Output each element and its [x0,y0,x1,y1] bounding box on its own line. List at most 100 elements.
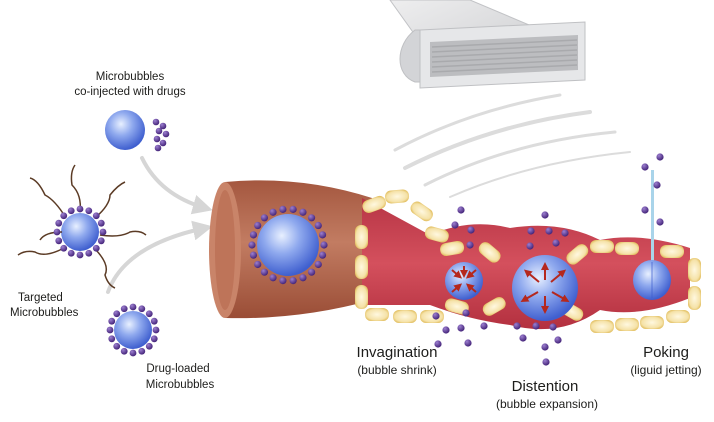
microbubble-icon [257,214,319,276]
drug-particle-icon [318,231,327,239]
drug-particle-icon [138,347,146,355]
drug-particle-icon [260,268,269,276]
drug-particle-icon [279,205,287,213]
drug-particle-icon [153,135,161,143]
drug-particle-icon [480,322,488,330]
endothelial-cell-icon [355,189,701,333]
liquid-jet-icon [651,170,654,265]
label-invagination-sub: (bubble shrink) [357,363,436,377]
drug-particle-icon [641,163,649,171]
drug-particle-icon [307,214,316,222]
drug-particle-icon [97,219,105,227]
drug-particle-icon [269,208,277,216]
drug-particle-icon [248,241,256,249]
label-targeted-line1: Targeted [18,292,63,304]
drug-particle-icon [554,336,562,344]
drug-particle-icon [108,317,116,325]
targeting-ligands [17,164,147,289]
drug-particle-icon [99,228,107,236]
drug-particle-icon [150,335,158,343]
drug-particle-icon [138,305,146,313]
drug-particle-icon [159,139,167,147]
drug-particle-icon [113,310,121,318]
drug-particle-icon [279,277,287,285]
drug-particle-icon [97,237,105,245]
drug-particle-icon [519,334,527,342]
drug-particle-icon [145,310,153,318]
drug-particle-icon [249,231,258,239]
label-coinjected-line1: Microbubbles [96,71,165,83]
drug-particle-icon [92,212,100,220]
label-drugloaded-line2: Microbubbles [146,379,215,391]
drug-particle-icon [129,349,137,357]
drug-particle-icon [55,237,63,245]
drug-particle-icon [314,221,322,230]
drug-particle-icon [541,343,549,351]
label-distention-sub: (bubble expansion) [496,397,598,411]
label-targeted-line2: Microbubbles [10,307,79,319]
drug-particle-icon [162,130,170,138]
drug-particle-icon [154,144,162,152]
drug-particle-icon [561,229,569,237]
microbubble-icon [105,110,145,150]
drug-particle-icon [60,244,68,252]
microbubble-icon [61,213,99,251]
drug-particle-icon [299,274,307,282]
drug-particle-icon [159,122,167,130]
drug-particle-icon [120,305,128,313]
drug-particle-icon [467,226,475,234]
labels: Microbubbles co-injected with drugs Targ… [10,71,702,411]
drug-particle-icon [434,340,442,348]
expansion-arrows [520,262,570,314]
drug-particle-icon [527,227,535,235]
drug-particle-icon [145,342,153,350]
drug-particle-icon [85,207,93,215]
drug-particle-icon [318,251,327,259]
drug-particle-icon [513,322,521,330]
drug-particle-icon [249,251,258,259]
drug-particle-icon [464,339,472,347]
drug-particle-icon [76,205,84,213]
drug-particle-icon [108,335,116,343]
drug-particle-icon [656,218,664,226]
drug-particle-icon [269,274,277,282]
drug-particle-icon [526,242,534,250]
drug-particle-icon [532,322,540,330]
drug-particle-icon [120,347,128,355]
drug-particle-icon [254,221,262,230]
drug-particle-icon [542,358,550,366]
microbubble-icon [114,311,152,349]
drug-particle-icon [314,260,322,269]
drug-particles [53,118,664,366]
drug-particle-icon [260,214,269,222]
drug-particle-icon [67,207,75,215]
drug-particle-icon [85,249,93,257]
drug-particle-icon [545,227,553,235]
ultrasound-transducer-icon [389,0,586,89]
microbubble-icon [512,255,578,321]
drug-particle-icon [152,326,160,334]
drug-particle-icon [541,211,549,219]
drug-particle-icon [466,241,474,249]
drug-particle-icon [55,219,63,227]
drug-particle-icon [289,205,297,213]
label-poking-title: Poking [643,344,689,361]
drug-particle-icon [152,118,160,126]
drug-particle-icon [60,212,68,220]
drug-particle-icon [462,309,470,317]
drug-particle-icon [150,317,158,325]
label-invagination-title: Invagination [357,344,438,361]
label-distention-title: Distention [512,378,579,395]
label-poking-sub: (liguid jetting) [630,363,701,377]
drug-particle-icon [106,326,114,334]
drug-particle-icon [549,323,557,331]
drug-particle-icon [129,303,137,311]
drug-particle-icon [289,277,297,285]
drug-particle-icon [552,239,560,247]
label-drugloaded-line1: Drug-loaded [146,363,209,375]
drug-particle-icon [641,206,649,214]
drug-particle-icon [320,241,328,249]
drug-particle-icon [254,260,262,269]
drug-particle-icon [457,206,465,214]
